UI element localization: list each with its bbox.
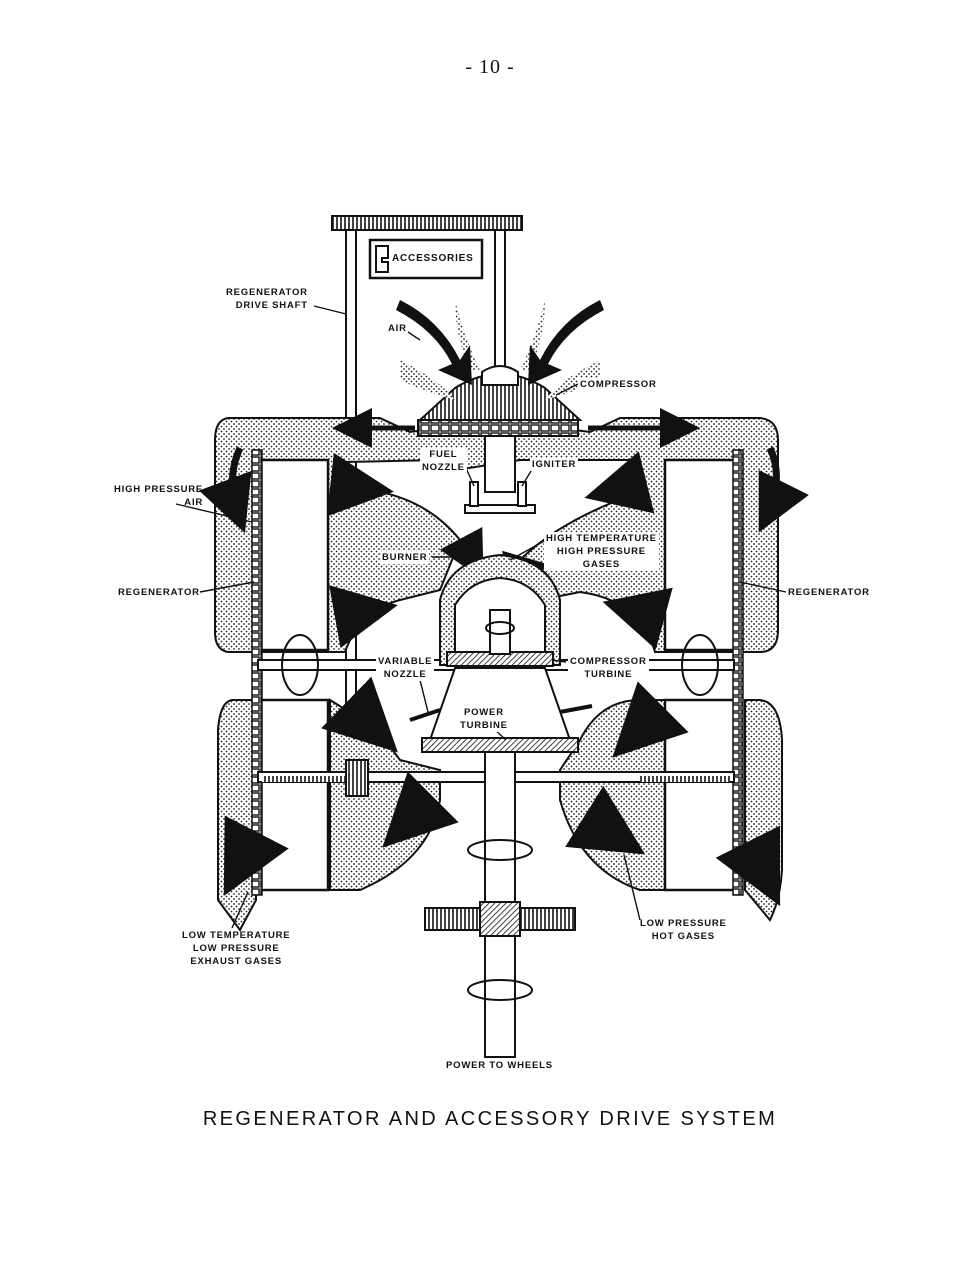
label-high-temperature-gases: HIGH TEMPERATURE HIGH PRESSURE GASES [544, 532, 659, 571]
label-power-to-wheels: POWER TO WHEELS [446, 1060, 553, 1071]
label-accessories: ACCESSORIES [392, 253, 474, 264]
regenerator-disc-right-upper [663, 458, 737, 652]
accessory-gear [331, 215, 523, 231]
label-line: LOW PRESSURE [192, 943, 280, 954]
page-number: - 10 - [465, 56, 515, 78]
label-line: REGENERATOR [226, 287, 308, 298]
label-air: AIR [388, 323, 407, 334]
label-low-temperature-exhaust: LOW TEMPERATURE LOW PRESSURE EXHAUST GAS… [182, 929, 290, 968]
label-line: HIGH PRESSURE [556, 546, 646, 557]
label-burner: BURNER [380, 551, 430, 564]
label-line: DRIVE SHAFT [235, 300, 308, 311]
label-line: AIR [184, 497, 204, 508]
fuel-nozzle [469, 481, 479, 507]
label-line: GASES [582, 559, 621, 570]
label-line: FUEL [429, 449, 458, 460]
regenerator-disc-left-lower [256, 698, 330, 892]
label-regenerator-right: REGENERATOR [786, 586, 872, 599]
label-line: TURBINE [460, 720, 508, 731]
label-line: COMPRESSOR [570, 656, 647, 667]
label-high-pressure-air: HIGH PRESSURE AIR [114, 483, 203, 509]
label-line: NOZZLE [383, 669, 427, 680]
label-line: HIGH PRESSURE [114, 484, 204, 495]
leader-lines [175, 305, 787, 929]
label-line: HIGH TEMPERATURE [546, 533, 657, 544]
label-compressor-turbine: COMPRESSOR TURBINE [568, 655, 649, 681]
regenerator-disc-left-upper [256, 458, 330, 652]
label-line: TURBINE [584, 669, 633, 680]
label-compressor: COMPRESSOR [578, 378, 659, 391]
label-low-pressure-hot-gases: LOW PRESSURE HOT GASES [640, 917, 727, 943]
power-turbine [421, 737, 579, 753]
label-line: LOW TEMPERATURE [182, 930, 291, 941]
figure-caption: REGENERATOR AND ACCESSORY DRIVE SYSTEM [202, 1108, 778, 1130]
label-line: LOW PRESSURE [640, 918, 727, 929]
regenerator-disc-right-lower [663, 698, 737, 892]
label-regenerator-left: REGENERATOR [118, 587, 200, 598]
label-power-turbine: POWER TURBINE [458, 706, 510, 732]
label-line: NOZZLE [422, 462, 465, 473]
label-regenerator-drive-shaft: REGENERATOR DRIVE SHAFT [226, 286, 308, 312]
label-fuel-nozzle: FUEL NOZZLE [420, 448, 467, 474]
label-line: HOT GASES [651, 931, 715, 942]
igniter [517, 481, 527, 507]
label-line: POWER [463, 707, 504, 718]
label-variable-nozzle: VARIABLE NOZZLE [376, 655, 435, 681]
label-line: EXHAUST GASES [190, 956, 283, 967]
burner-plate [464, 504, 536, 514]
label-line: VARIABLE [378, 656, 433, 667]
label-igniter: IGNITER [530, 458, 579, 471]
